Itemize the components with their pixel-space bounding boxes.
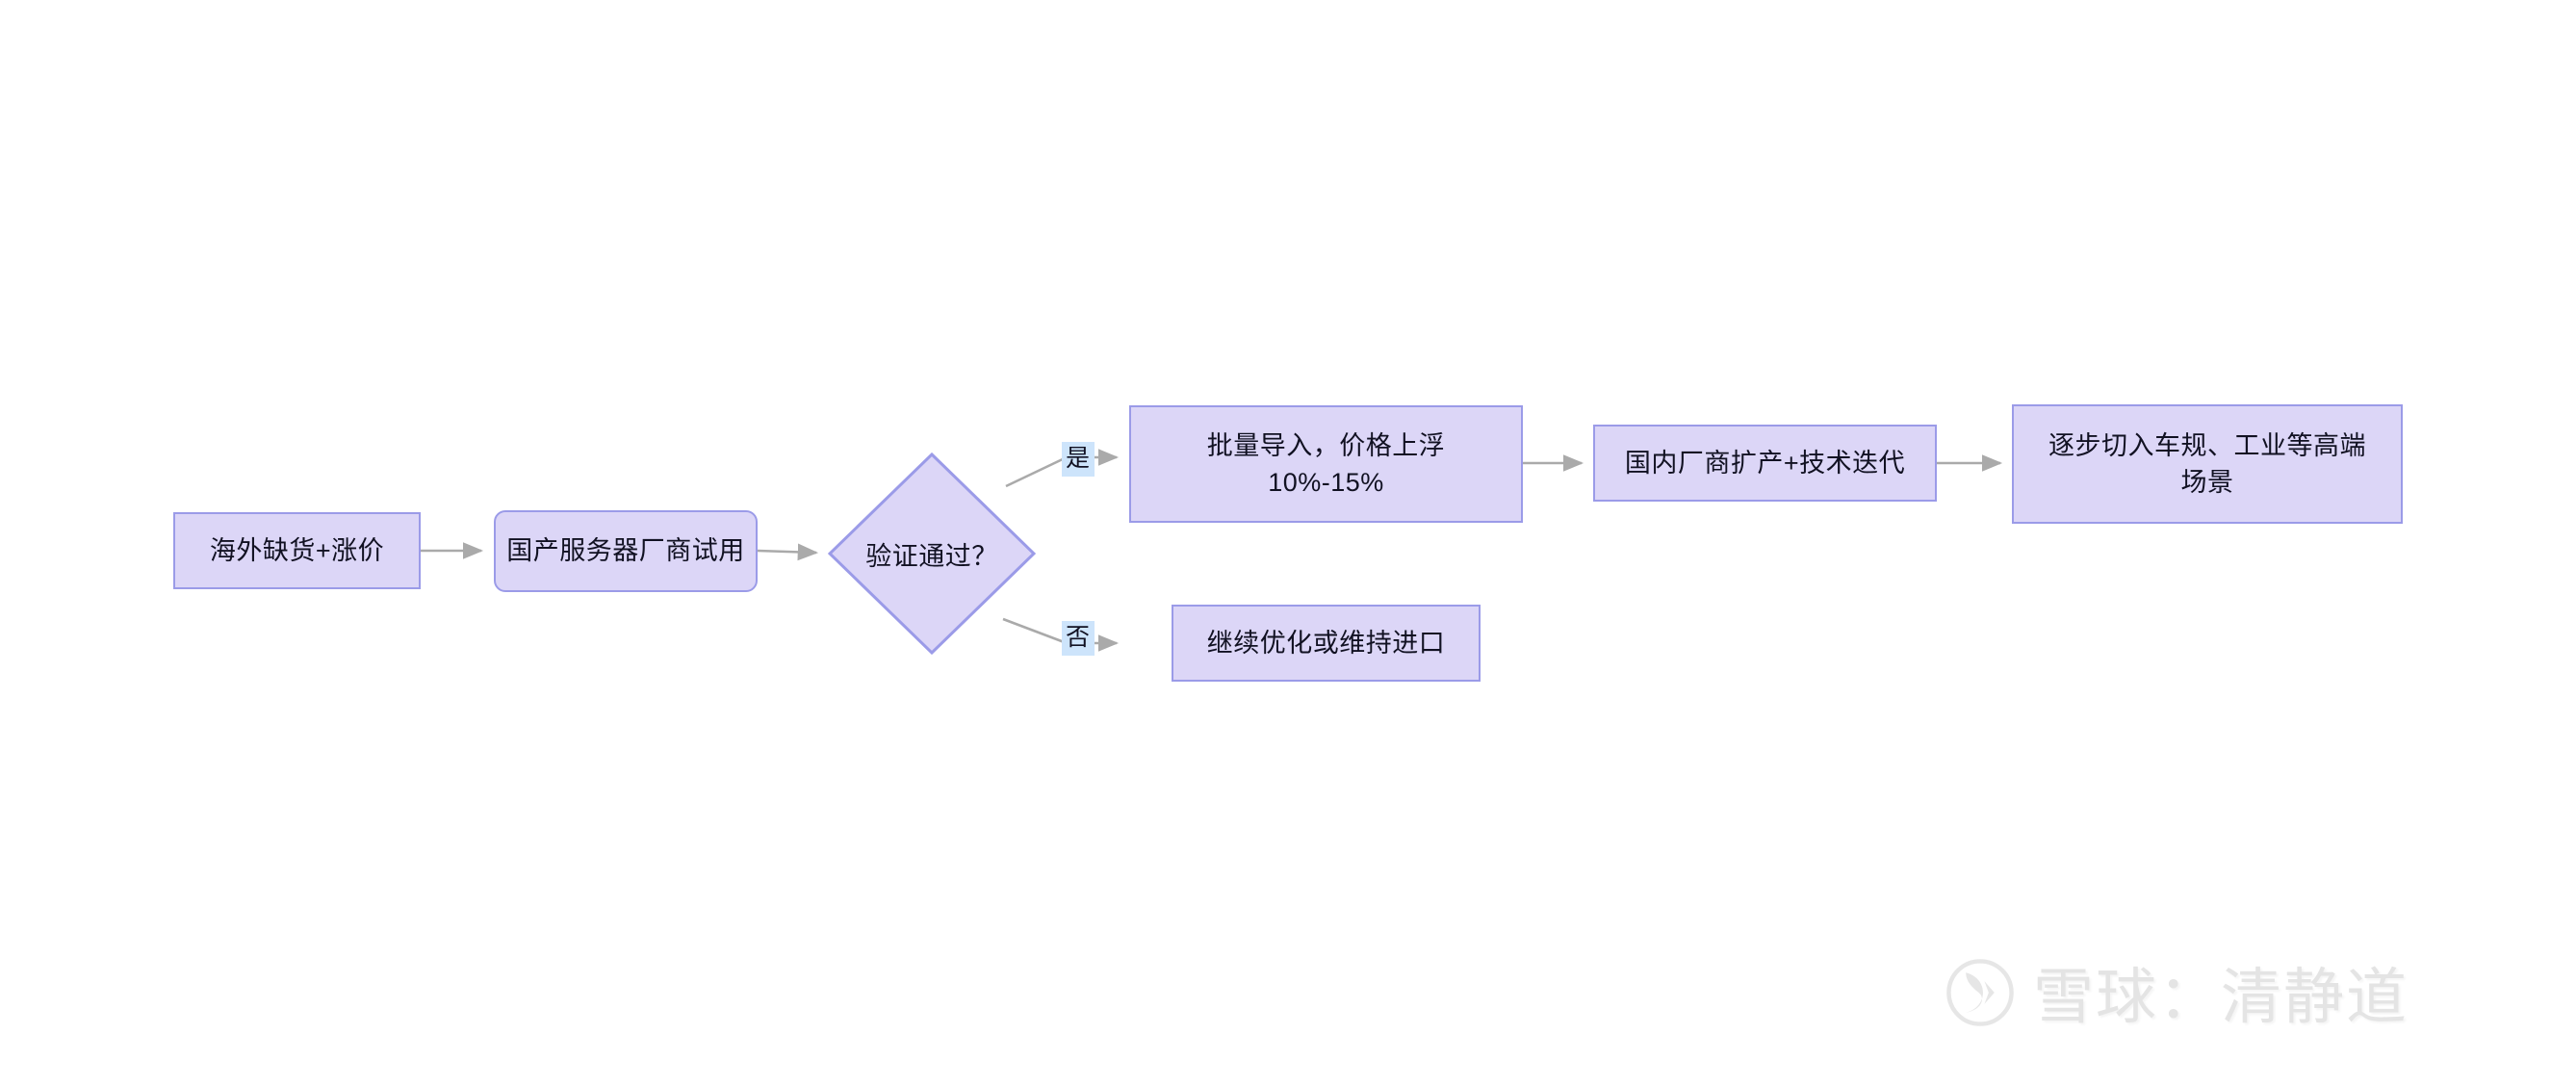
watermark-text: 雪球：清静道 — [2033, 962, 2409, 1032]
node-validation-decision[interactable]: 验证通过？ — [828, 452, 1036, 655]
xueqiu-logo-icon — [1946, 958, 2014, 1026]
edge-n2-n3 — [757, 543, 819, 561]
node-validation-decision-label: 验证通过？ — [865, 541, 998, 571]
node-domestic-server-trial[interactable]: 国产服务器厂商试用 — [494, 510, 758, 592]
node-overseas-shortage[interactable]: 海外缺货+涨价 — [173, 512, 421, 589]
node-high-end-scenarios[interactable]: 逐步切入车规、工业等高端 场景 — [2012, 404, 2403, 524]
watermark: 雪球：清静道 — [1945, 948, 2409, 1036]
edge-label-no: 否 — [1062, 621, 1095, 656]
node-bulk-import-price-up[interactable]: 批量导入，价格上浮 10%-15% — [1129, 405, 1523, 523]
edge-label-yes: 是 — [1062, 442, 1095, 477]
node-domestic-expansion-iteration[interactable]: 国内厂商扩产+技术迭代 — [1593, 425, 1937, 502]
node-continue-optimize-or-import[interactable]: 继续优化或维持进口 — [1172, 605, 1481, 682]
diamond-shape — [828, 452, 1036, 655]
